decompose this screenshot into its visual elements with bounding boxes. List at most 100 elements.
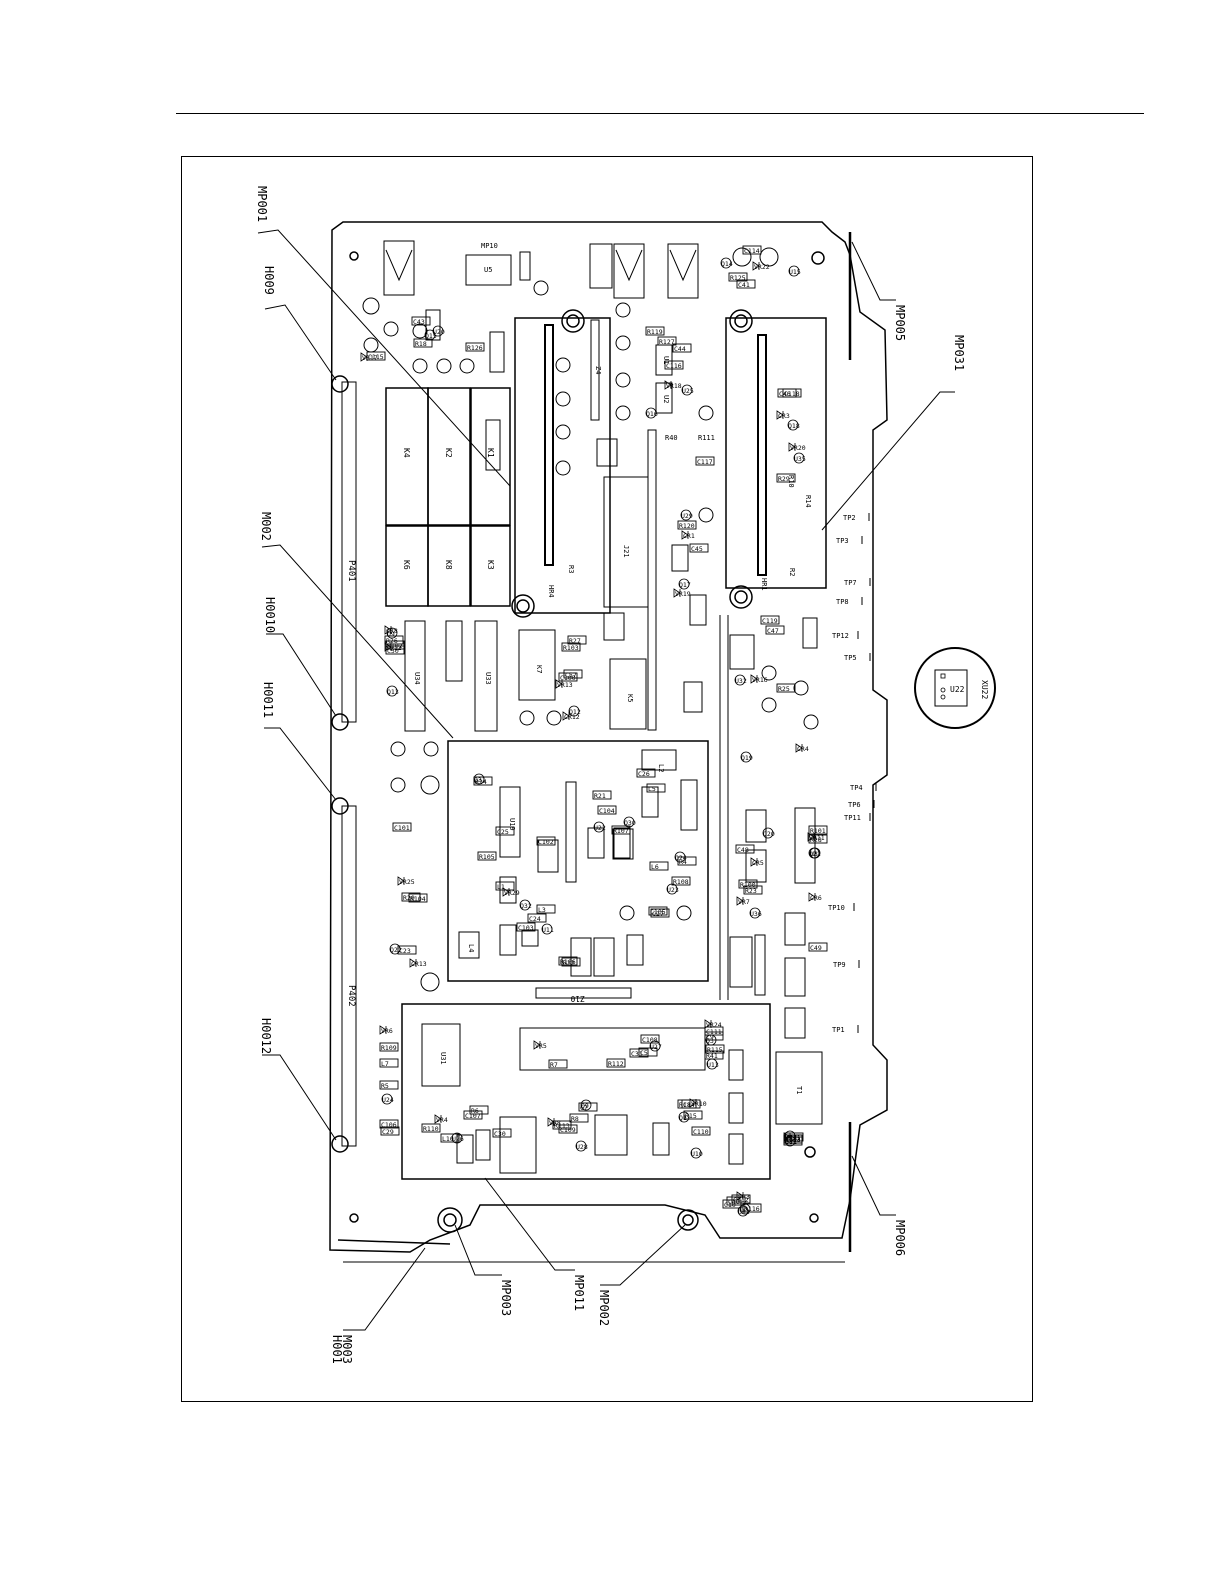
svg-text:VR19: VR19 <box>675 590 691 598</box>
svg-text:R114: R114 <box>679 1101 695 1109</box>
component-r7: R7 <box>548 1059 568 1069</box>
label-z10: Z10 <box>570 994 585 1003</box>
svg-text:U23: U23 <box>667 886 679 894</box>
label-j21: J21 <box>622 545 630 558</box>
svg-text:Q11: Q11 <box>785 1138 797 1146</box>
component-c104: C104 <box>597 805 617 815</box>
component-vr5: VR5 <box>533 1040 547 1050</box>
svg-text:R8: R8 <box>571 1115 579 1123</box>
component-r110: R110 <box>421 1123 441 1133</box>
component-c45: C45 <box>689 543 709 553</box>
component-u20: U20 <box>432 325 445 337</box>
svg-text:U32: U32 <box>735 677 747 685</box>
component-u25: U25 <box>681 384 694 396</box>
callout-h0010: H0010 <box>263 597 277 633</box>
svg-text:CR13: CR13 <box>411 960 427 968</box>
svg-text:R110: R110 <box>423 1125 439 1133</box>
component-r104: R104 <box>408 893 428 903</box>
component-vr8: VR8 <box>547 1117 561 1127</box>
component-r115: R115 <box>705 1044 725 1054</box>
component-c41: C41 <box>736 279 756 289</box>
component-r120: R120 <box>677 520 697 530</box>
svg-text:C118: C118 <box>784 390 800 398</box>
svg-text:Q31: Q31 <box>474 776 486 784</box>
label-r2: R2 <box>788 568 796 576</box>
testpoint-tp6: TP6 <box>848 801 861 809</box>
component-r106: R106 <box>558 956 578 966</box>
component-u32: U32 <box>734 674 747 686</box>
connector-p402 <box>341 805 357 1147</box>
component-r107: R107 <box>611 825 631 835</box>
component-vr20: VR20 <box>788 442 806 452</box>
transistors <box>362 247 819 992</box>
component-vr16: VR16 <box>750 674 768 684</box>
svg-text:C25: C25 <box>497 828 509 836</box>
component-c107: C107 <box>463 1110 483 1120</box>
svg-text:R27: R27 <box>569 637 581 645</box>
component-c118: C118 <box>782 388 802 398</box>
component-c27: C27 <box>650 908 670 918</box>
component-c23: C23 <box>397 945 417 955</box>
component-c101: C101 <box>392 822 412 832</box>
svg-text:VR5: VR5 <box>535 1042 547 1050</box>
svg-text:R127: R127 <box>659 338 675 346</box>
callout-mp031: MP031 <box>952 335 966 371</box>
svg-text:R25: R25 <box>778 685 790 693</box>
component-c57: C57 <box>563 669 583 679</box>
large-parts <box>383 240 823 1174</box>
label-p401: P401 <box>346 560 356 582</box>
svg-text:C26: C26 <box>638 770 650 778</box>
component-q18: Q18 <box>787 419 800 431</box>
component-cr1: CR1 <box>681 530 695 540</box>
component-vr3: VR3 <box>736 1191 750 1201</box>
svg-text:R102: R102 <box>387 642 403 650</box>
svg-text:C116: C116 <box>666 362 682 370</box>
component-c105: C105 <box>648 906 668 916</box>
component-r4: R4 <box>677 856 697 866</box>
callout-leaders <box>257 229 955 1331</box>
svg-text:U11: U11 <box>542 926 554 934</box>
component-c11: C11 <box>784 1132 804 1142</box>
component-r29: R29 <box>776 473 796 483</box>
testpoint-tp5: TP5 <box>844 654 857 662</box>
svg-text:R100: R100 <box>740 881 756 889</box>
svg-text:VR25: VR25 <box>399 878 415 886</box>
svg-text:R113: R113 <box>554 1122 570 1130</box>
relay-k2: K2 <box>444 448 453 458</box>
component-u10: U10 <box>690 1147 703 1159</box>
svg-text:U26: U26 <box>452 1135 464 1143</box>
label-z4: Z4 <box>594 366 602 374</box>
svg-text:C50: C50 <box>387 647 399 655</box>
strip-u23 <box>519 1027 706 1071</box>
svg-text:Q15: Q15 <box>425 332 437 340</box>
component-vr4: VR4 <box>434 1114 448 1124</box>
svg-text:U29: U29 <box>681 512 693 520</box>
component-q1: Q1 <box>678 1111 690 1123</box>
testpoint-tp10: TP10 <box>828 904 845 912</box>
component-q31: Q31 <box>473 773 486 785</box>
component-u26: U26 <box>451 1132 464 1144</box>
component-c8: C8 <box>681 1099 701 1109</box>
component-l10: L10 <box>440 1133 460 1143</box>
component-l1: L1 <box>495 881 515 891</box>
svg-text:VR4: VR4 <box>436 1116 448 1124</box>
svg-text:VR8: VR8 <box>549 1119 561 1127</box>
testpoint-tp3: TP3 <box>836 537 849 545</box>
svg-text:C31: C31 <box>631 1050 643 1058</box>
component-r126: R126 <box>465 342 485 352</box>
component-c102: C102 <box>536 836 556 846</box>
callout-m003: M003 <box>340 1335 354 1364</box>
ics <box>404 344 818 1165</box>
component-r119: R119 <box>645 326 665 336</box>
svg-text:R124: R124 <box>785 1136 801 1144</box>
svg-text:C106: C106 <box>381 1121 397 1129</box>
svg-text:CR6: CR6 <box>810 894 822 902</box>
svg-text:VR7: VR7 <box>738 898 750 906</box>
component-c116: C116 <box>664 360 684 370</box>
component-r100: R100 <box>738 879 758 889</box>
component-q17: Q17 <box>678 578 691 590</box>
svg-text:C103: C103 <box>518 924 534 932</box>
svg-text:R101: R101 <box>810 827 826 835</box>
component-r127: R127 <box>657 336 677 346</box>
